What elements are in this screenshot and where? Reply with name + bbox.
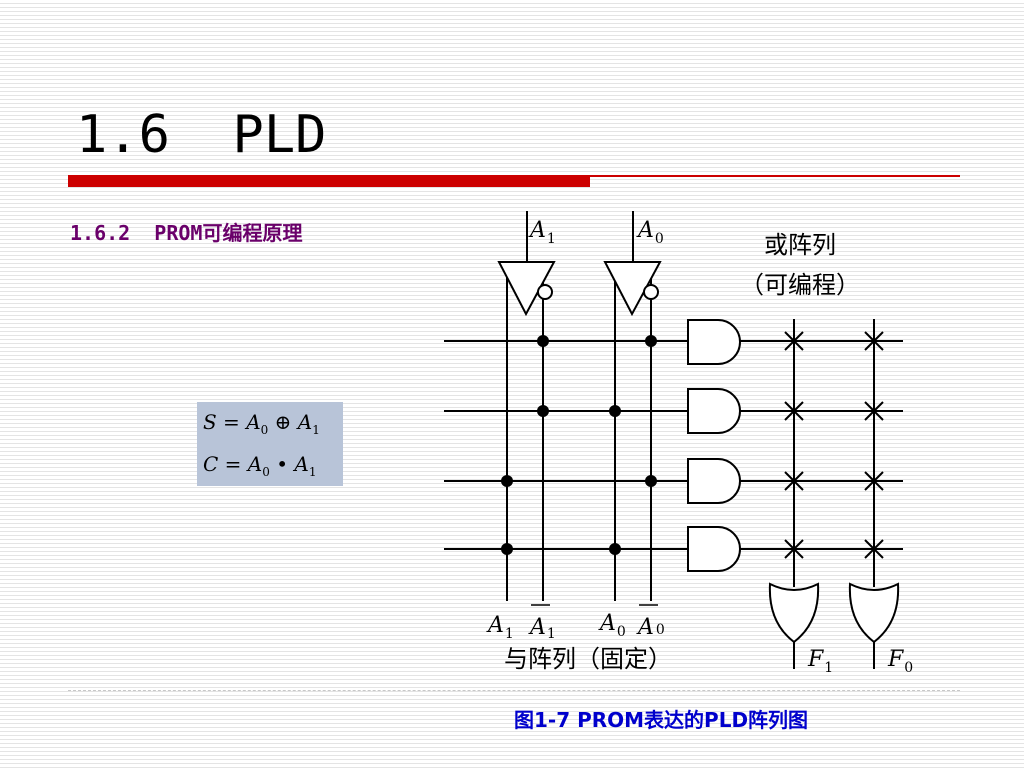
- and-connection-dot: [537, 335, 549, 347]
- footer-divider: [68, 690, 960, 691]
- or-fuse-cross: [784, 471, 804, 491]
- output-label-f0: F0: [887, 647, 913, 676]
- and-connection-dot: [645, 335, 657, 347]
- output-label-f1: F1: [807, 647, 833, 676]
- formula-operand: A: [247, 452, 263, 476]
- or-gate: [768, 582, 820, 644]
- or-fuse-cross: [864, 471, 884, 491]
- and-connection-dot: [501, 475, 513, 487]
- column-label-a1-bar: A1: [528, 615, 556, 642]
- formula-lhs: C: [203, 452, 219, 476]
- and-connection-dot: [609, 543, 621, 555]
- or-fuse-cross: [864, 401, 884, 421]
- formula-subscript: 0: [260, 423, 269, 437]
- and-gate: [687, 526, 741, 572]
- and-connection-dot: [645, 475, 657, 487]
- figure-caption: 图1-7 PROM表达的PLD阵列图: [514, 708, 809, 732]
- formula-lhs: S: [203, 410, 217, 434]
- and-connection-dot: [609, 405, 621, 417]
- and-connection-dot: [501, 543, 513, 555]
- title-underline-red: [68, 175, 590, 187]
- or-array-programmable-label: （可编程）: [740, 271, 860, 299]
- and-gate: [687, 388, 741, 434]
- inverter-bubble-a0: [643, 284, 659, 300]
- formula-operand: A: [297, 410, 313, 434]
- title-underline-thin: [590, 175, 960, 177]
- formula-carry: C = A0 • A1: [203, 452, 317, 479]
- formula-operand: A: [246, 410, 261, 434]
- or-fuse-cross: [784, 401, 804, 421]
- or-array-label: 或阵列: [764, 231, 836, 259]
- xor-operator: ⊕: [274, 410, 292, 434]
- section-heading: 1.6.2 PROM可编程原理: [70, 221, 303, 245]
- and-array-label: 与阵列（固定）: [504, 645, 672, 673]
- and-gate: [687, 458, 741, 504]
- formula-subscript: 0: [262, 465, 270, 479]
- slide-title: 1.6 PLD: [76, 105, 327, 165]
- formula-subscript: 1: [308, 465, 317, 479]
- inverter-bubble-a1: [537, 284, 553, 300]
- and-gate: [687, 319, 741, 365]
- formula-sum: S = A0 ⊕ A1: [203, 410, 320, 437]
- or-fuse-cross: [784, 331, 804, 351]
- formula-box: S = A0 ⊕ A1 C = A0 • A1: [197, 402, 343, 486]
- or-fuse-cross: [864, 539, 884, 559]
- and-operator: •: [276, 452, 289, 476]
- or-fuse-cross: [864, 331, 884, 351]
- input-label-a1: A1: [528, 218, 556, 247]
- input-label-a0: A0: [636, 218, 664, 247]
- or-gate: [848, 582, 900, 644]
- column-label-a1: A1: [486, 613, 514, 642]
- formula-subscript: 1: [312, 423, 320, 437]
- formula-operand: A: [294, 452, 309, 476]
- column-label-a0: A0: [598, 611, 626, 640]
- and-connection-dot: [537, 405, 549, 417]
- or-fuse-cross: [784, 539, 804, 559]
